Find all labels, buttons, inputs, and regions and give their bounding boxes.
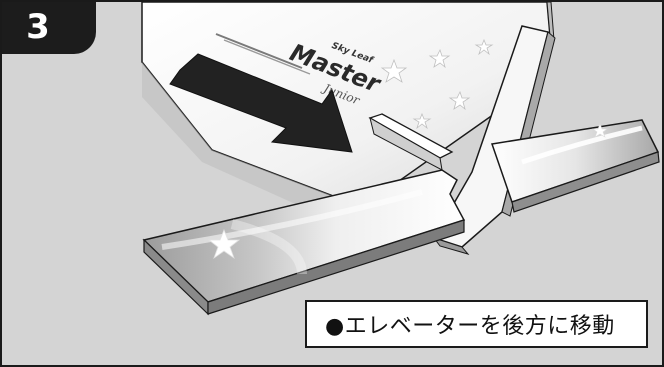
wing-stripes — [215, 33, 311, 75]
star-icon — [448, 90, 471, 111]
arrow-right-icon — [169, 53, 353, 153]
wing-stars — [380, 38, 494, 130]
star-icon — [474, 38, 494, 56]
star-icon — [207, 228, 241, 260]
left-elevator — [142, 169, 466, 316]
step-number: 3 — [26, 7, 50, 47]
star-icon — [592, 123, 608, 138]
star-icon — [412, 112, 432, 130]
caption-text: ●エレベーターを後方に移動 — [325, 314, 615, 339]
right-elevator — [490, 119, 660, 213]
caption-box: ●エレベーターを後方に移動 — [305, 300, 648, 348]
star-icon — [428, 48, 451, 69]
step-badge: 3 — [2, 2, 96, 54]
star-icon — [380, 58, 408, 83]
